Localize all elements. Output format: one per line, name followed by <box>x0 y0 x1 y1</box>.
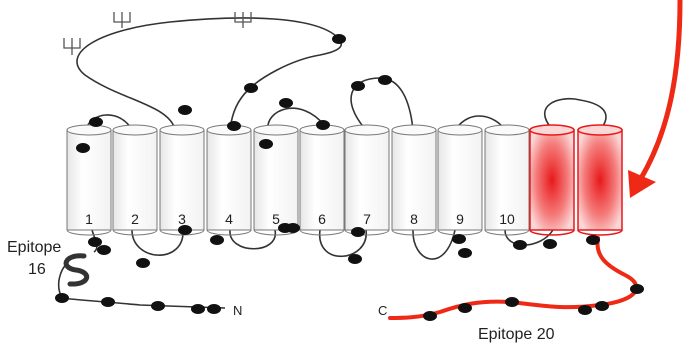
loop-4-5-outer <box>229 39 343 131</box>
helix-8: 8 <box>391 124 437 236</box>
helix-number: 10 <box>499 211 515 227</box>
residue-dot <box>151 301 165 311</box>
residue-dot <box>316 120 330 130</box>
residue-dot <box>191 304 205 314</box>
residue-dot <box>586 235 600 245</box>
glycan-tree-icon <box>234 12 252 28</box>
helix-9: 9 <box>437 124 483 236</box>
helix-5: 5 <box>253 124 299 236</box>
glycan-tree-icon <box>63 38 81 55</box>
residues <box>55 34 644 321</box>
loop-8-9 <box>412 229 456 260</box>
loop-3-4-large <box>76 17 341 131</box>
c-terminus-label: C <box>378 303 387 318</box>
residue-dot <box>332 34 346 44</box>
helix-number: 5 <box>272 211 280 227</box>
helix-3: 3 <box>159 124 205 236</box>
loop-2-3 <box>131 229 184 256</box>
residue-dot <box>505 297 519 307</box>
helix-number: 2 <box>131 211 139 227</box>
helix-10: 10 <box>484 124 530 236</box>
c-terminal-tail <box>388 236 639 320</box>
helix-4: 4 <box>206 124 252 236</box>
residue-dot <box>207 304 221 314</box>
helix-number: 8 <box>410 211 418 227</box>
residue-dot <box>97 245 111 255</box>
epitope16-label-line2: 16 <box>28 261 46 278</box>
transmembrane-helices: 1 2 3 4 5 6 7 8 9 10 <box>66 124 623 236</box>
glycosylation-icons <box>63 12 252 55</box>
residue-dot <box>88 237 102 247</box>
residue-dot <box>578 305 592 315</box>
n-terminus-label: N <box>233 303 242 318</box>
helix-number: 3 <box>178 211 186 227</box>
epitope16-label-line1: Epitope <box>7 239 61 256</box>
loop-4-5 <box>229 229 276 250</box>
helix-number: 6 <box>318 211 326 227</box>
residue-dot <box>76 143 90 153</box>
helix-highlighted-12 <box>577 124 623 236</box>
residue-dot <box>89 117 103 127</box>
residue-dot <box>279 98 293 108</box>
helix-number: 4 <box>225 211 233 227</box>
helix-1: 1 <box>66 124 112 236</box>
loop-5-6 <box>267 107 326 131</box>
helix-number: 9 <box>456 211 464 227</box>
residue-dot <box>458 303 472 313</box>
residue-dot <box>101 297 115 307</box>
residue-dot <box>136 258 150 268</box>
helix-2: 2 <box>112 124 158 236</box>
residue-dot <box>244 83 258 93</box>
residue-dot <box>423 311 437 321</box>
residue-dot <box>286 223 300 233</box>
residue-dot <box>458 248 472 258</box>
n-terminal-tail <box>57 229 226 309</box>
residue-dot <box>348 254 362 264</box>
residue-dot <box>178 225 192 235</box>
residue-dot <box>595 301 609 311</box>
residue-dot <box>452 234 466 244</box>
helix-highlighted-11 <box>529 124 575 236</box>
residue-dot <box>630 284 644 294</box>
loop-6-7 <box>319 229 367 258</box>
epitope20-label: Epitope 20 <box>478 326 555 343</box>
residue-dot <box>543 239 557 249</box>
epitope16-squiggle <box>63 253 89 287</box>
residue-dot <box>178 105 192 115</box>
residue-dot <box>210 235 224 245</box>
residue-dot <box>351 227 365 237</box>
helix-number: 7 <box>363 211 371 227</box>
helix-6: 6 <box>299 124 345 236</box>
residue-dot <box>227 121 241 131</box>
residue-dot <box>513 240 527 250</box>
helix-7: 7 <box>344 124 390 236</box>
residue-dot <box>259 139 273 149</box>
residue-dot <box>378 75 392 85</box>
residue-dot <box>351 81 365 91</box>
glycan-tree-icon <box>113 12 131 28</box>
residue-dot <box>55 293 69 303</box>
loop-11-12 <box>544 98 607 131</box>
highlight-arrow-icon <box>628 0 683 198</box>
helix-number: 1 <box>85 211 93 227</box>
